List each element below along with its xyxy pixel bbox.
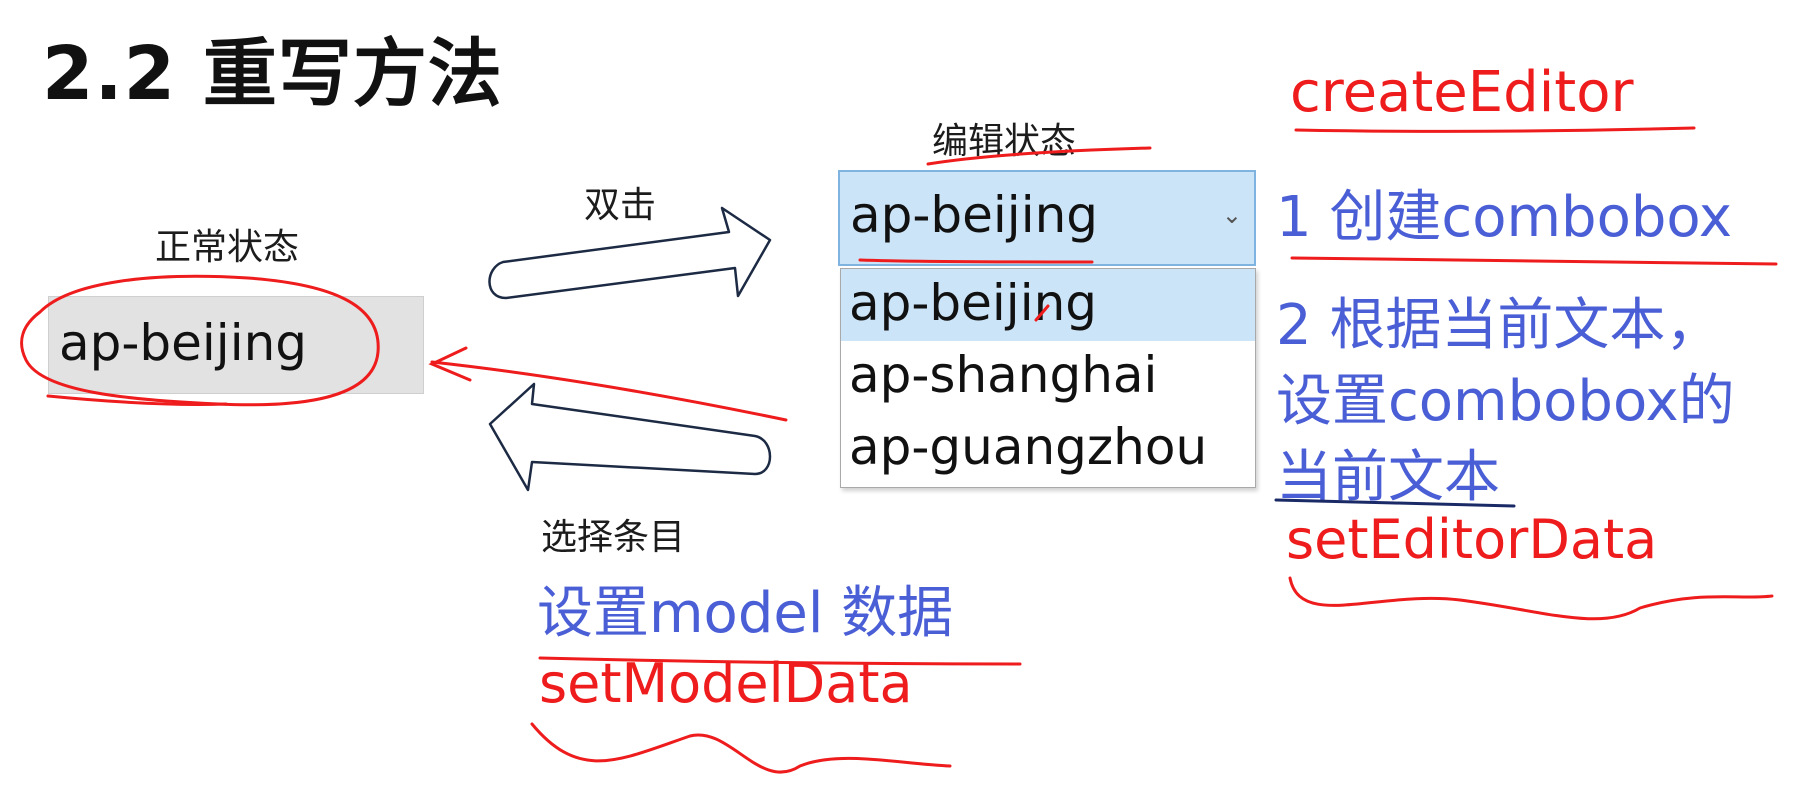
set-model-data-note: 设置model 数据 xyxy=(537,581,954,646)
step2-line1: 2 根据当前文本， xyxy=(1276,293,1722,358)
red-return-arrow xyxy=(430,360,788,422)
blue-underline-mark xyxy=(1274,498,1516,508)
step2-line3: 当前文本 xyxy=(1276,445,1500,510)
dropdown-option-guangzhou[interactable]: ap-guangzhou xyxy=(849,418,1208,476)
slide-title: 2.2 重写方法 xyxy=(42,31,503,117)
combobox-value: ap-beijing xyxy=(850,186,1099,244)
create-editor-func: createEditor xyxy=(1290,60,1634,125)
dropdown-option-shanghai[interactable]: ap-shanghai xyxy=(849,346,1158,404)
combobox[interactable]: ap-beijing ⌄ xyxy=(838,170,1256,266)
double-click-label: 双击 xyxy=(584,185,657,226)
arrow-right-icon xyxy=(488,206,772,300)
set-editor-data-func: setEditorData xyxy=(1286,508,1658,571)
arrow-left-icon xyxy=(488,382,772,492)
chevron-down-icon[interactable]: ⌄ xyxy=(1221,201,1242,229)
normal-state-label: 正常状态 xyxy=(155,227,300,268)
select-item-label: 选择条目 xyxy=(541,517,686,558)
normal-state-cell[interactable]: ap-beijing xyxy=(48,296,424,394)
red-ink-annotations xyxy=(20,126,1778,774)
step1-note: 1 创建combobox xyxy=(1276,185,1733,250)
red-circle-mark xyxy=(20,274,380,407)
step2-line2: 设置combobox的 xyxy=(1276,369,1735,434)
